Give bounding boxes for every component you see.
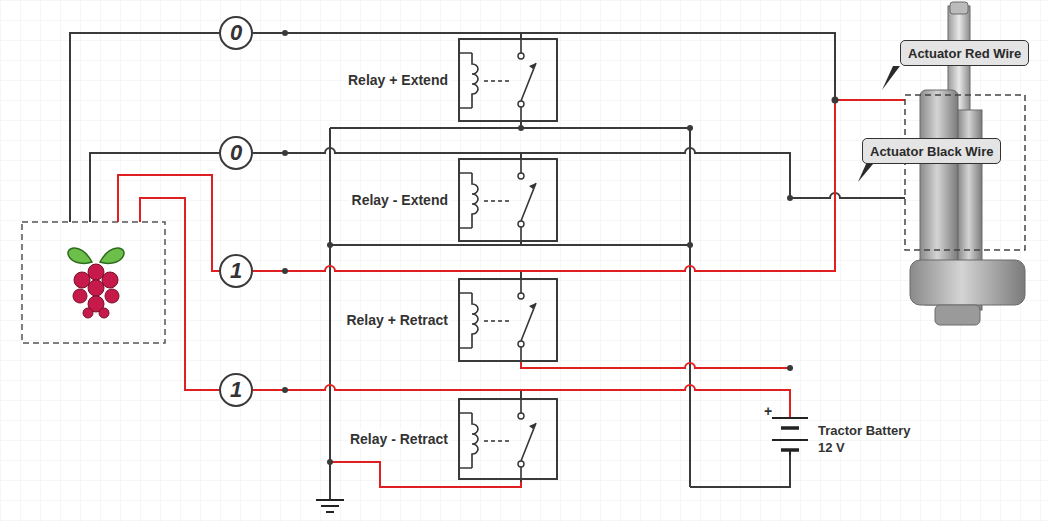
relay-symbol	[472, 38, 536, 122]
battery-symbol	[789, 450, 791, 455]
coil-lead	[458, 293, 472, 348]
raspberry-pi-logo	[83, 308, 93, 318]
raspberry-pi-logo	[99, 308, 109, 318]
battery-symbol	[772, 439, 808, 441]
control-wire	[520, 271, 522, 278]
junction-dot	[282, 30, 288, 36]
power-wire	[140, 198, 219, 390]
battery-symbol	[781, 426, 799, 430]
junction-dot	[787, 195, 793, 201]
control-wire	[70, 33, 905, 500]
junction-dot	[282, 268, 288, 274]
node-text: Actuator Red Wire	[908, 46, 1021, 61]
control-wire	[90, 153, 219, 222]
battery-symbol	[772, 418, 808, 455]
relay-symbol	[472, 398, 536, 482]
node-text: 1	[230, 260, 242, 282]
raspberry-pi-logo	[102, 272, 118, 288]
junction-dot	[282, 387, 288, 393]
junction-dot	[787, 365, 793, 371]
power-wire	[521, 362, 790, 368]
linear-actuator	[910, 260, 1025, 305]
coil-lead	[458, 173, 472, 228]
raspberry-pi-logo	[73, 289, 87, 303]
junction-dot	[832, 97, 839, 104]
power-wire	[118, 100, 905, 487]
node-text: 0	[230, 22, 242, 44]
polarity-mark: +	[764, 402, 772, 420]
coil-lead	[458, 53, 472, 108]
coil-lead	[458, 413, 472, 468]
control-wire	[689, 128, 691, 487]
raspberry-pi-logo	[100, 248, 124, 263]
node-text: 1	[230, 379, 242, 401]
callout-leader	[858, 164, 873, 182]
power-wire	[253, 100, 905, 271]
controller-box	[22, 222, 165, 343]
control-wire	[520, 390, 522, 398]
control-wire	[330, 127, 690, 129]
node-text: Relay + Extend	[346, 71, 450, 89]
control-wire	[70, 33, 219, 222]
node-text: Relay - Extend	[350, 191, 450, 209]
coil-lead	[458, 53, 472, 468]
raspberry-pi-logo	[68, 248, 124, 318]
battery-label: Tractor Battery 12 V	[818, 423, 928, 457]
power-wire	[118, 175, 219, 271]
linear-actuator	[935, 305, 980, 325]
relay-box: Relay + Extend	[458, 38, 558, 122]
raspberry-pi-logo	[68, 248, 92, 263]
signal-state-circle: 1	[219, 373, 253, 407]
power-wire	[330, 462, 521, 487]
ground-symbol	[316, 499, 344, 501]
control-wire	[520, 242, 522, 245]
relay-box: Relay - Retract	[458, 398, 558, 480]
raspberry-pi-logo	[88, 280, 104, 296]
linear-actuator	[905, 95, 1025, 250]
control-wire	[690, 455, 790, 487]
junction-dot	[687, 242, 693, 248]
junction-dot	[687, 125, 693, 131]
signal-state-circle: 1	[219, 254, 253, 288]
callout-box: Actuator Red Wire	[900, 40, 1029, 66]
control-wire	[253, 33, 835, 100]
control-wire	[329, 128, 331, 500]
ground-symbol	[316, 500, 344, 512]
junction-dot	[327, 459, 333, 465]
linear-actuator	[950, 2, 968, 14]
relay-symbol	[472, 38, 536, 482]
ground-symbol	[321, 505, 339, 507]
node-text: Relay + Retract	[344, 311, 450, 329]
junction-dot	[327, 242, 333, 248]
battery-symbol	[772, 417, 808, 419]
raspberry-pi-logo	[88, 264, 104, 280]
callout-box: Actuator Black Wire	[862, 138, 1001, 164]
callout-leader	[882, 66, 900, 90]
relay-box: Relay + Retract	[458, 278, 558, 362]
junction-dot	[282, 150, 288, 156]
signal-state-circle: 0	[219, 136, 253, 170]
junction-dot	[282, 30, 839, 465]
raspberry-pi-logo	[74, 272, 90, 288]
control-wire	[330, 244, 690, 246]
relay-symbol	[472, 158, 536, 242]
signal-state-circle: 0	[219, 16, 253, 50]
node-text: Actuator Black Wire	[870, 144, 993, 159]
junction-dot	[518, 125, 524, 131]
raspberry-pi-logo	[73, 264, 119, 318]
ground-symbol	[326, 511, 334, 513]
relay-box: Relay - Extend	[458, 158, 558, 242]
callout-leader	[858, 66, 900, 182]
node-text: Relay - Retract	[348, 430, 450, 448]
raspberry-pi-logo	[105, 289, 119, 303]
node-text: 0	[230, 142, 242, 164]
relay-symbol	[472, 278, 536, 362]
